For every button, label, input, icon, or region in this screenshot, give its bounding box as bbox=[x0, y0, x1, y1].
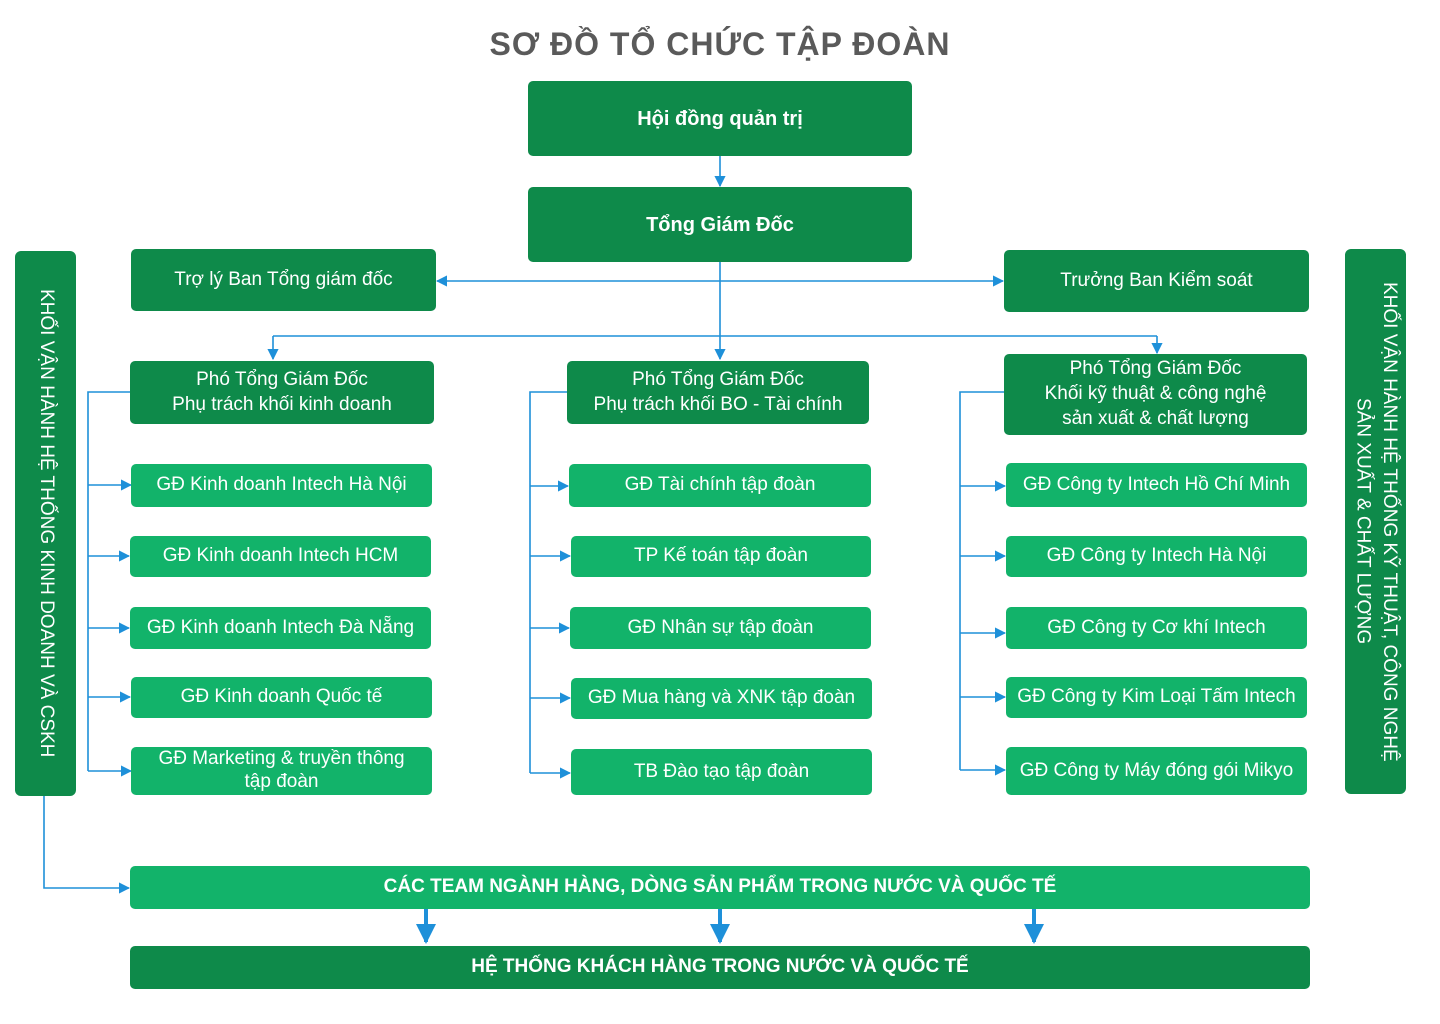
vp-business-line2: Phụ trách khối kinh doanh bbox=[172, 393, 392, 415]
business-unit-box[interactable]: GĐ Marketing & truyền thông tập đoàn bbox=[131, 747, 432, 795]
vp-finance-box[interactable]: Phó Tổng Giám Đốc Phụ trách khối BO - Tà… bbox=[567, 361, 869, 424]
tech-unit-box[interactable]: GĐ Công ty Intech Hồ Chí Minh bbox=[1006, 463, 1307, 507]
finance-column-line bbox=[529, 391, 567, 773]
ceo-box[interactable]: Tổng Giám Đốc bbox=[528, 187, 912, 262]
vp-tech-box[interactable]: Phó Tổng Giám Đốc Khối kỹ thuật & công n… bbox=[1004, 354, 1307, 435]
vp-tech-line1: Phó Tổng Giám Đốc bbox=[1069, 358, 1242, 380]
customers-bar[interactable]: HỆ THỐNG KHÁCH HÀNG TRONG NƯỚC VÀ QUỐC T… bbox=[130, 946, 1310, 989]
business-unit-label: GĐ Kinh doanh Intech Đà Nẵng bbox=[146, 616, 415, 638]
vp-business-box[interactable]: Phó Tổng Giám Đốc Phụ trách khối kinh do… bbox=[130, 361, 434, 424]
chart-title: SƠ ĐỒ TỔ CHỨC TẬP ĐOÀN bbox=[489, 26, 951, 62]
business-unit-box[interactable]: GĐ Kinh doanh Quốc tế bbox=[131, 677, 432, 718]
board-box[interactable]: Hội đồng quản trị bbox=[528, 81, 912, 156]
finance-unit-label: GĐ Tài chính tập đoàn bbox=[624, 474, 816, 496]
tech-unit-label: GĐ Công ty Máy đóng gói Mikyo bbox=[1019, 759, 1294, 781]
control-label: Trưởng Ban Kiểm soát bbox=[1060, 269, 1253, 291]
vp-finance-line2: Phụ trách khối BO - Tài chính bbox=[593, 393, 843, 415]
finance-unit-box[interactable]: GĐ Mua hàng và XNK tập đoàn bbox=[571, 678, 872, 719]
side-block-tech-line2: SẢN XUẤT & CHẤT LƯỢNG bbox=[1352, 398, 1374, 645]
side-block-tech-line1: KHỐI VẬN HÀNH HỆ THỐNG KỸ THUẬT, CÔNG NG… bbox=[1379, 281, 1401, 762]
tech-unit-box[interactable]: GĐ Công ty Kim Loại Tấm Intech bbox=[1006, 677, 1307, 718]
business-unit-box[interactable]: GĐ Kinh doanh Intech HCM bbox=[130, 536, 431, 577]
teams-bar[interactable]: CÁC TEAM NGÀNH HÀNG, DÒNG SẢN PHẨM TRONG… bbox=[130, 866, 1310, 909]
business-column-line bbox=[87, 391, 130, 771]
vp-tech-line2: Khối kỹ thuật & công nghệ bbox=[1044, 383, 1267, 405]
business-unit-label: GĐ Kinh doanh Intech HCM bbox=[162, 545, 399, 567]
vp-business-line1: Phó Tổng Giám Đốc bbox=[196, 368, 368, 390]
control-box[interactable]: Trưởng Ban Kiểm soát bbox=[1004, 250, 1309, 312]
tech-unit-box[interactable]: GĐ Công ty Cơ khí Intech bbox=[1006, 607, 1307, 649]
tech-unit-label: GĐ Công ty Cơ khí Intech bbox=[1047, 616, 1266, 638]
business-unit-label-line1: GĐ Marketing & truyền thông bbox=[158, 748, 405, 770]
side-block-tech-label: KHỐI VẬN HÀNH HỆ THỐNG KỸ THUẬT, CÔNG NG… bbox=[1349, 282, 1402, 762]
teams-label: CÁC TEAM NGÀNH HÀNG, DÒNG SẢN PHẨM TRONG… bbox=[383, 876, 1057, 898]
finance-unit-label: GĐ Mua hàng và XNK tập đoàn bbox=[587, 687, 856, 709]
assistant-label: Trợ lý Ban Tổng giám đốc bbox=[174, 268, 393, 290]
business-unit-label: GĐ Kinh doanh Intech Hà Nội bbox=[156, 474, 407, 496]
tech-unit-label: GĐ Công ty Intech Hồ Chí Minh bbox=[1022, 473, 1291, 495]
customers-label: HỆ THỐNG KHÁCH HÀNG TRONG NƯỚC VÀ QUỐC T… bbox=[471, 956, 969, 978]
business-unit-box[interactable]: GĐ Kinh doanh Intech Hà Nội bbox=[131, 464, 432, 507]
finance-unit-label: GĐ Nhân sự tập đoàn bbox=[627, 616, 814, 638]
tech-unit-box[interactable]: GĐ Công ty Máy đóng gói Mikyo bbox=[1006, 747, 1307, 795]
finance-unit-box[interactable]: GĐ Tài chính tập đoàn bbox=[569, 464, 871, 507]
tech-unit-label: GĐ Công ty Kim Loại Tấm Intech bbox=[1017, 686, 1296, 708]
vp-finance-line1: Phó Tổng Giám Đốc bbox=[632, 368, 804, 390]
finance-unit-box[interactable]: TB Đào tạo tập đoàn bbox=[571, 749, 872, 795]
side-block-business-label: KHỐI VẬN HÀNH HỆ THỐNG KINH DOANH VÀ CSK… bbox=[35, 289, 57, 758]
business-unit-label: GĐ Kinh doanh Quốc tế bbox=[180, 686, 383, 708]
business-unit-label-line2: tập đoàn bbox=[244, 771, 319, 792]
finance-unit-label: TP Kế toán tập đoàn bbox=[634, 545, 808, 567]
side-block-tech[interactable]: KHỐI VẬN HÀNH HỆ THỐNG KỸ THUẬT, CÔNG NG… bbox=[1345, 249, 1406, 794]
vp-tech-line3: sản xuất & chất lượng bbox=[1062, 407, 1249, 429]
business-unit-box[interactable]: GĐ Kinh doanh Intech Đà Nẵng bbox=[130, 607, 431, 649]
tech-column-line bbox=[959, 391, 1004, 770]
finance-unit-label: TB Đào tạo tập đoàn bbox=[633, 760, 810, 782]
tech-unit-box[interactable]: GĐ Công ty Intech Hà Nội bbox=[1006, 536, 1307, 577]
tech-unit-label: GĐ Công ty Intech Hà Nội bbox=[1046, 545, 1267, 567]
assistant-box[interactable]: Trợ lý Ban Tổng giám đốc bbox=[131, 249, 436, 311]
finance-unit-box[interactable]: GĐ Nhân sự tập đoàn bbox=[570, 607, 871, 649]
ceo-label: Tổng Giám Đốc bbox=[646, 213, 794, 236]
finance-unit-box[interactable]: TP Kế toán tập đoàn bbox=[571, 536, 871, 577]
board-label: Hội đồng quản trị bbox=[637, 107, 803, 130]
side-to-teams-connector bbox=[43, 796, 131, 894]
side-block-business[interactable]: KHỐI VẬN HÀNH HỆ THỐNG KINH DOANH VÀ CSK… bbox=[15, 251, 76, 796]
